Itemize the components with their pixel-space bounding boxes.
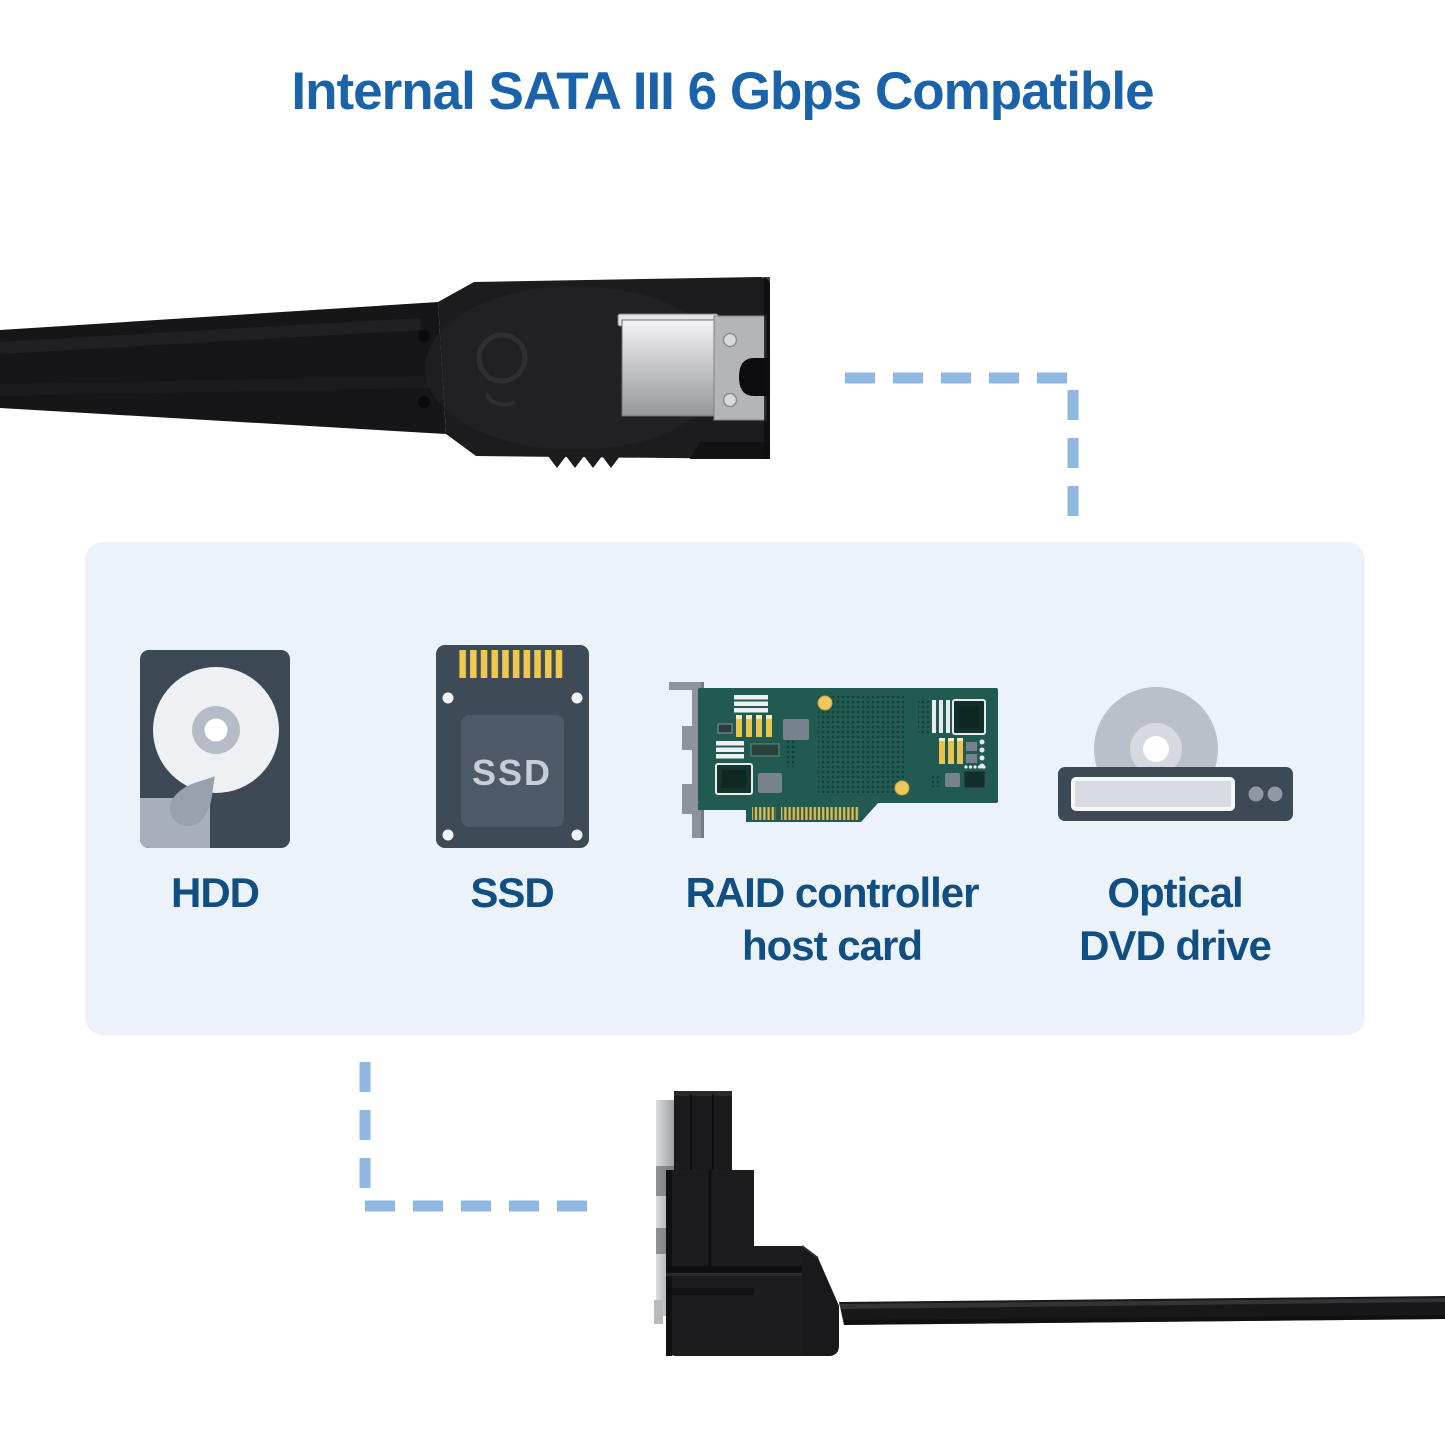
ssd-pins bbox=[458, 650, 566, 678]
sata-straight-connector-photo bbox=[0, 277, 770, 468]
metal-latch bbox=[617, 277, 770, 459]
edge-fingers bbox=[752, 807, 776, 820]
drive-tray bbox=[1071, 777, 1235, 811]
pcb-components bbox=[715, 695, 986, 796]
compat-item-ssd: SSD SSD bbox=[402, 640, 622, 919]
dvd-label: Optical DVD drive bbox=[1079, 869, 1272, 969]
solder-dot-matrix bbox=[818, 696, 904, 793]
compat-item-dvd: Optical DVD drive bbox=[1035, 640, 1315, 972]
sata-right-angle-connector-photo bbox=[654, 1091, 1445, 1356]
ssd-label: SSD bbox=[470, 869, 554, 916]
compat-item-hdd: HDD bbox=[105, 640, 325, 919]
ssd-icon-text: SSD bbox=[471, 752, 551, 793]
raid-label: RAID controller host card bbox=[685, 869, 979, 969]
flat-sata-cable bbox=[0, 302, 446, 434]
compat-item-raid: RAID controller host card bbox=[652, 640, 1012, 972]
page-title: Internal SATA III 6 Gbps Compatible bbox=[291, 62, 1154, 121]
dvd-drive-icon bbox=[1058, 687, 1293, 821]
compatibility-panel: HDD SSD bbox=[85, 542, 1365, 1035]
hdd-head bbox=[169, 776, 215, 827]
raid-card-icon bbox=[669, 682, 998, 838]
ssd-icon: SSD bbox=[435, 645, 589, 848]
panel-to-connector-dashed-line bbox=[359, 1062, 598, 1212]
hdd-label: HDD bbox=[171, 869, 260, 916]
right-angle-connector-body bbox=[654, 1091, 839, 1356]
hdd-icon bbox=[140, 650, 290, 848]
round-sata-cable bbox=[839, 1296, 1445, 1325]
connector-to-panel-dashed-line bbox=[845, 372, 1079, 532]
